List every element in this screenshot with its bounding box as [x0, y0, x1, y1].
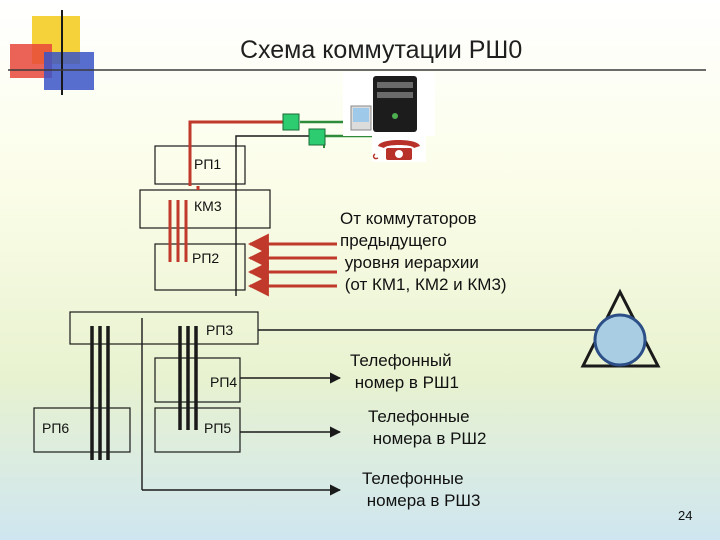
red-wiring	[168, 120, 337, 297]
box-km3	[139, 189, 271, 229]
box-rp1	[154, 145, 246, 185]
node-1	[282, 113, 300, 131]
label-rp2: РП2	[192, 250, 220, 266]
label-rp5: РП5	[204, 420, 232, 436]
note-from-switches: От коммутаторов предыдущего уровня иерар…	[340, 209, 507, 294]
dark-arrows	[142, 329, 605, 496]
note-rsh1: Телефонный номер в РШ1	[350, 351, 460, 392]
label-rp4: РП4	[210, 374, 238, 390]
label-km3: КМ3	[194, 198, 222, 214]
label-rp1: РП1	[194, 156, 222, 172]
label-rp3: РП3	[206, 322, 234, 338]
box-rp2	[154, 243, 246, 291]
slide-title: Схема коммутации РШ0	[240, 36, 523, 64]
computer-icon	[343, 72, 435, 136]
label-rp6: РП6	[42, 420, 70, 436]
telephone-icon	[372, 136, 426, 162]
node-2	[308, 128, 326, 146]
note-rsh3: Телефонные номера в РШ3	[362, 469, 481, 510]
box-rp3	[69, 311, 259, 345]
note-rsh2: Телефонные номера в РШ2	[368, 407, 487, 448]
bus-lines	[90, 326, 198, 460]
page-number: 24	[678, 508, 693, 523]
box-rp6	[33, 407, 131, 453]
corner-decoration	[8, 10, 706, 95]
exchange-symbol	[580, 288, 661, 368]
